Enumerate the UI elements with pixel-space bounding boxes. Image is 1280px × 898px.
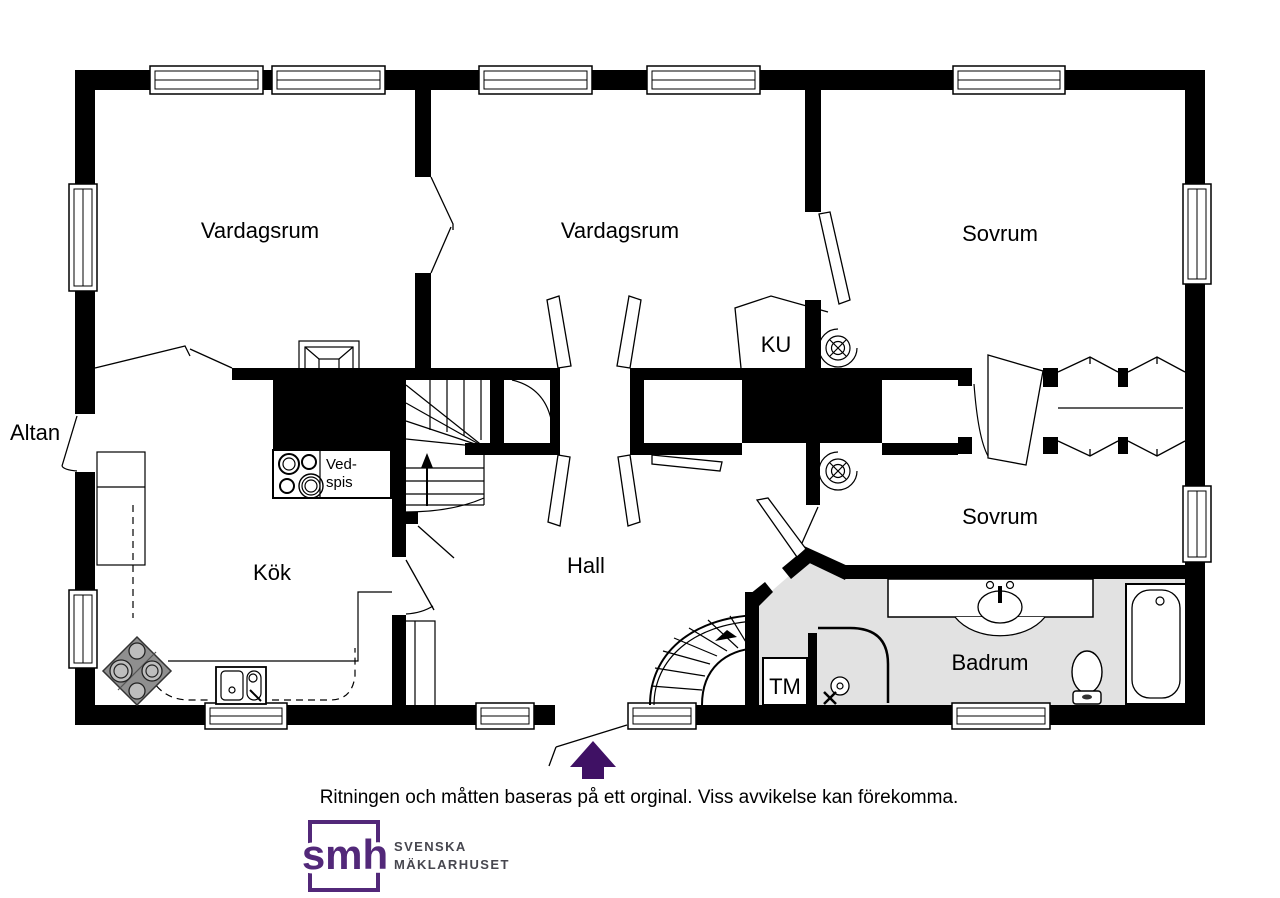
window <box>271 65 386 95</box>
bathroom-fixtures <box>762 578 1187 706</box>
room-label-vardagsrum-1: Vardagsrum <box>201 218 319 243</box>
room-label-vardagsrum-2: Vardagsrum <box>561 218 679 243</box>
sink-icon <box>215 666 267 705</box>
logo-company-line2: MÄKLARHUSET <box>394 857 510 872</box>
window <box>204 702 288 730</box>
chimney-left <box>273 368 395 450</box>
shower-icon <box>818 626 890 705</box>
ku-closet-doors <box>734 295 829 369</box>
wood-stove-label-line1: Ved- <box>326 456 357 473</box>
window <box>951 702 1051 730</box>
window <box>646 65 761 95</box>
stairs-down-arrow-icon <box>715 630 737 641</box>
walls <box>73 70 1205 726</box>
window <box>68 183 98 292</box>
room-label-sovrum-2: Sovrum <box>962 504 1038 529</box>
window <box>952 65 1066 95</box>
washing-machine <box>762 657 808 706</box>
flue-symbol-icon <box>818 328 858 368</box>
kitchen-counter-edge <box>168 591 392 662</box>
window <box>68 589 98 669</box>
altan-door-opening <box>73 414 97 472</box>
room-label-ku: KU <box>761 332 792 357</box>
logo-monogram: smh <box>302 831 388 878</box>
kitchen-cabinet <box>96 451 146 566</box>
window <box>627 702 697 730</box>
room-label-kok: Kök <box>253 560 292 585</box>
wood-stove: Ved- spis <box>272 449 392 499</box>
logo-square <box>308 820 380 892</box>
staircase-basement <box>649 614 758 706</box>
window <box>1182 485 1212 563</box>
room-label-tm: TM <box>769 674 801 699</box>
entrance-arrow-icon <box>570 741 616 779</box>
vanity-sink-icon <box>887 578 1094 637</box>
smh-logo: smh SVENSKA MÄKLARHUSET <box>298 820 510 892</box>
chimney-right <box>742 368 882 443</box>
window <box>149 65 264 95</box>
stove-icon <box>101 635 173 707</box>
toilet-icon <box>1071 650 1103 705</box>
hall-cabinet <box>397 620 436 707</box>
staircase-main <box>405 380 485 513</box>
doors <box>61 176 1044 767</box>
kitchen-fixtures: Ved- spis <box>96 449 392 707</box>
window <box>475 702 535 730</box>
wood-stove-label-line2: spis <box>326 474 353 491</box>
window <box>478 65 593 95</box>
fireplace-icon <box>298 340 360 379</box>
flue-symbol-icon <box>818 451 858 491</box>
window <box>1182 183 1212 285</box>
closets <box>1057 356 1186 457</box>
disclaimer-text: Ritningen och måtten baseras på ett orgi… <box>320 787 959 808</box>
room-label-badrum: Badrum <box>951 650 1028 675</box>
stairs-up-arrow-icon <box>421 453 433 468</box>
room-label-altan: Altan <box>10 420 60 445</box>
entrance-opening <box>555 704 629 726</box>
logo-company-line1: SVENSKA <box>394 839 467 854</box>
room-label-hall: Hall <box>567 553 605 578</box>
bathtub-icon <box>1125 583 1187 705</box>
windows <box>68 65 1212 730</box>
room-label-sovrum-1: Sovrum <box>962 221 1038 246</box>
